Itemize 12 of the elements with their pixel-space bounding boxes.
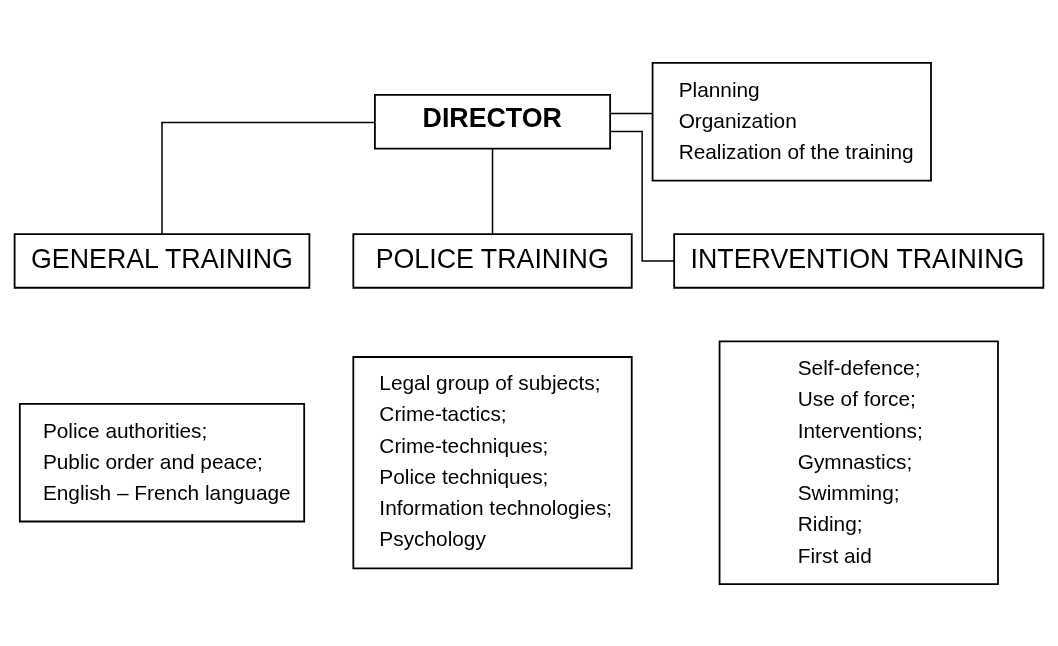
connector [491, 147, 494, 234]
node-box: DIRECTOR [374, 93, 612, 149]
connector [161, 121, 376, 234]
node-box: Police authorities; Public order and peace; English – French language [18, 402, 306, 522]
node-box: Self-defence; Use of force; Interventions; Gymnastics; Swimming; Riding; First aid [718, 339, 999, 585]
connector [609, 112, 653, 114]
node-box: POLICE TRAINING [352, 232, 633, 289]
node-box: GENERAL TRAINING [13, 232, 311, 289]
connector [609, 130, 675, 262]
node-box: INTERVENTION TRAINING [673, 232, 1045, 289]
node-box: Planning Organization Realization of the training [651, 61, 932, 181]
node-box: Legal group of subjects; Crime-tactics; Crime-techniques; Police techniques; Information technologies; Psychology [352, 355, 633, 569]
